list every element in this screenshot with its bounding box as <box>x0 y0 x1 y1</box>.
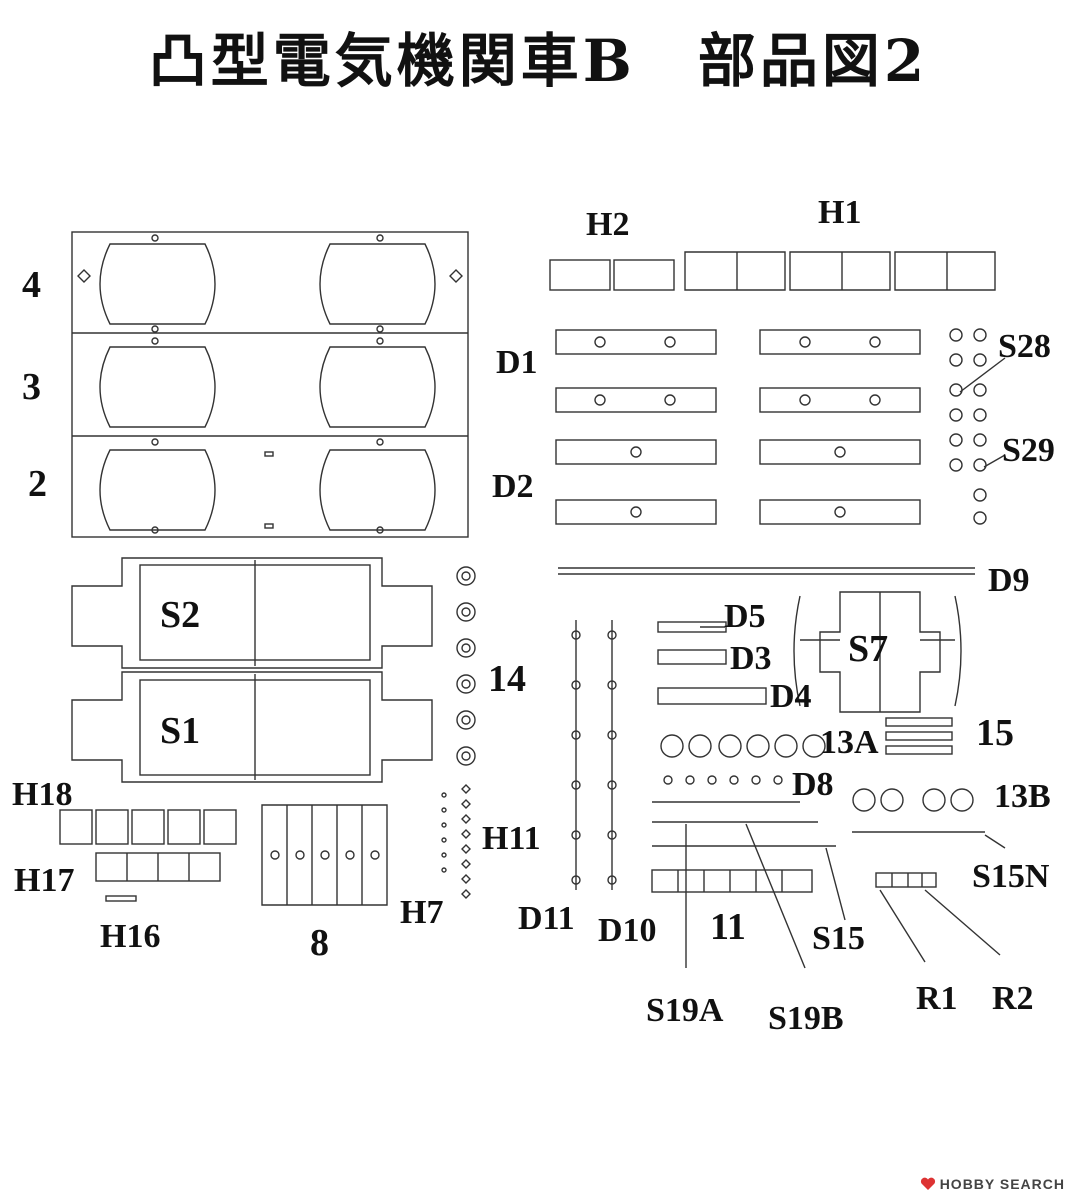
label-h18: H18 <box>12 776 73 813</box>
label-h7: H7 <box>400 894 444 931</box>
label-d8: D8 <box>792 766 834 803</box>
rings-14 <box>456 566 476 766</box>
part-8 <box>261 804 388 906</box>
strips-s15-s19 <box>652 801 1006 969</box>
label-d3: D3 <box>730 640 772 677</box>
frames <box>71 557 433 783</box>
label-s7: S7 <box>848 628 889 670</box>
body-panels <box>71 231 469 538</box>
label-15: 15 <box>976 712 1014 754</box>
parts-h16-h18 <box>59 809 237 902</box>
label-s15: S15 <box>812 920 865 957</box>
parts-h1-h2 <box>549 251 996 291</box>
label-s2: S2 <box>160 594 201 636</box>
parts-s28-s29 <box>949 328 1006 525</box>
label-d11: D11 <box>518 900 575 937</box>
diagram-title: 凸型電気機関車B 部品図2 <box>148 27 929 95</box>
label-d10: D10 <box>598 912 657 949</box>
label-s19a: S19A <box>646 992 724 1029</box>
label-s15n: S15N <box>972 858 1050 895</box>
label-11: 11 <box>710 906 746 948</box>
part-11 <box>651 869 813 893</box>
label-h2: H2 <box>586 206 630 243</box>
label-r1: R1 <box>916 980 958 1017</box>
label-d9: D9 <box>988 562 1030 599</box>
part-s7 <box>793 591 962 713</box>
label-4: 4 <box>22 264 41 306</box>
label-d1: D1 <box>496 344 538 381</box>
part-15 <box>885 717 953 755</box>
label-3: 3 <box>22 366 41 408</box>
watermark-brand: HOBBY SEARCH <box>939 1176 1065 1192</box>
label-r2: R2 <box>992 980 1034 1017</box>
label-h16: H16 <box>100 918 161 955</box>
label-d4: D4 <box>770 678 812 715</box>
label-14: 14 <box>488 658 526 700</box>
label-h1: H1 <box>818 194 862 231</box>
label-s1: S1 <box>160 710 201 752</box>
label-d5: D5 <box>724 598 766 635</box>
parts-d3-d5 <box>657 621 767 705</box>
label-s29: S29 <box>1002 432 1055 469</box>
label-13a: 13A <box>820 724 879 761</box>
label-d2: D2 <box>492 468 534 505</box>
part-d8 <box>663 775 783 785</box>
watermark: HOBBY SEARCH <box>920 1176 1065 1192</box>
label-h17: H17 <box>14 862 75 899</box>
label-s19b: S19B <box>768 1000 844 1037</box>
label-13b: 13B <box>994 778 1051 815</box>
parts-d10-d11 <box>571 620 617 890</box>
label-h11: H11 <box>482 820 541 857</box>
parts-h7-h11 <box>441 784 471 899</box>
wheels-13 <box>660 734 974 812</box>
label-8: 8 <box>310 922 329 964</box>
label-2: 2 <box>28 463 47 505</box>
parts-r1-r2 <box>875 872 1001 963</box>
bogie-frames <box>555 329 921 525</box>
hobby-search-logo-icon <box>920 1177 935 1190</box>
label-s28: S28 <box>998 328 1051 365</box>
